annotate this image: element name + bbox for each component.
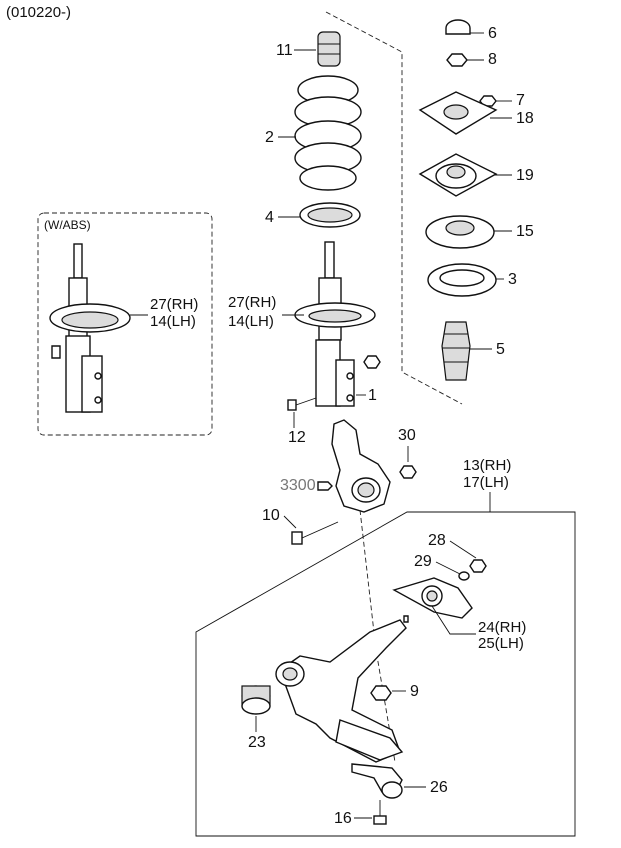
callout-25lh: 25(LH): [478, 635, 524, 652]
lock-nut-8-icon: [446, 53, 468, 67]
bolt-16-icon: [373, 800, 387, 825]
callout-8: 8: [488, 51, 497, 68]
callout-16: 16: [334, 810, 352, 827]
lower-arm-group-box: [195, 511, 576, 837]
abs-box-title: (W/ABS): [44, 218, 91, 232]
callout-14lh: 14(LH): [228, 313, 274, 330]
assembly-guide-line: [325, 11, 463, 405]
callout-27rh: 27(RH): [228, 294, 276, 311]
callout-18: 18: [516, 110, 534, 127]
callout-9: 9: [410, 683, 419, 700]
arrow-3300-icon: [317, 481, 333, 491]
callout-5: 5: [496, 341, 505, 358]
nut-7-icon: [479, 95, 497, 107]
callout-15: 15: [516, 223, 534, 240]
callout-7: 7: [516, 92, 525, 109]
lower-control-arm-icon: [275, 615, 409, 763]
header-code: (010220-): [6, 4, 71, 21]
callout-4: 4: [265, 209, 274, 226]
abs-strut-assembly: [49, 243, 131, 413]
callout-3: 3: [508, 271, 517, 288]
upper-spring-seat-icon: [427, 263, 497, 297]
callout-10: 10: [262, 507, 280, 524]
coil-spring-icon: [294, 75, 362, 191]
callout-27rh-abs: 27(RH): [150, 296, 198, 313]
abs-variant-box: [37, 212, 213, 436]
callout-2: 2: [265, 129, 274, 146]
strut-nut-icon: [363, 355, 381, 369]
mount-bearing-icon: [425, 215, 495, 249]
bolt-10-icon: [291, 521, 339, 545]
dust-cap-icon: [445, 19, 471, 35]
nut-28-icon: [469, 559, 487, 573]
bushing-bracket-icon: [392, 577, 473, 619]
callout-29: 29: [414, 553, 432, 570]
ball-joint-icon: [351, 763, 403, 799]
callout-28: 28: [428, 532, 446, 549]
bushing-23-icon: [241, 685, 271, 715]
callout-3300: 3300: [280, 477, 316, 494]
bolt-12-icon: [287, 397, 317, 411]
callout-17lh: 17(LH): [463, 474, 509, 491]
strut-assembly-icon: [294, 241, 376, 407]
callout-1: 1: [368, 387, 377, 404]
callout-19: 19: [516, 167, 534, 184]
dust-boot-icon: [441, 321, 471, 381]
callout-6: 6: [488, 25, 497, 42]
callout-23: 23: [248, 734, 266, 751]
strut-mount-icon: [418, 153, 498, 197]
callout-24rh: 24(RH): [478, 619, 526, 636]
bolt-9-icon: [370, 685, 392, 701]
callout-13rh: 13(RH): [463, 457, 511, 474]
callout-11: 11: [276, 42, 293, 59]
nut-30-icon: [399, 465, 417, 479]
callout-12: 12: [288, 429, 306, 446]
callout-26: 26: [430, 779, 448, 796]
callout-30: 30: [398, 427, 416, 444]
bump-stop-icon: [317, 31, 341, 67]
callout-14lh-abs: 14(LH): [150, 313, 196, 330]
steering-knuckle-icon: [331, 419, 391, 513]
washer-29-icon: [458, 571, 470, 581]
